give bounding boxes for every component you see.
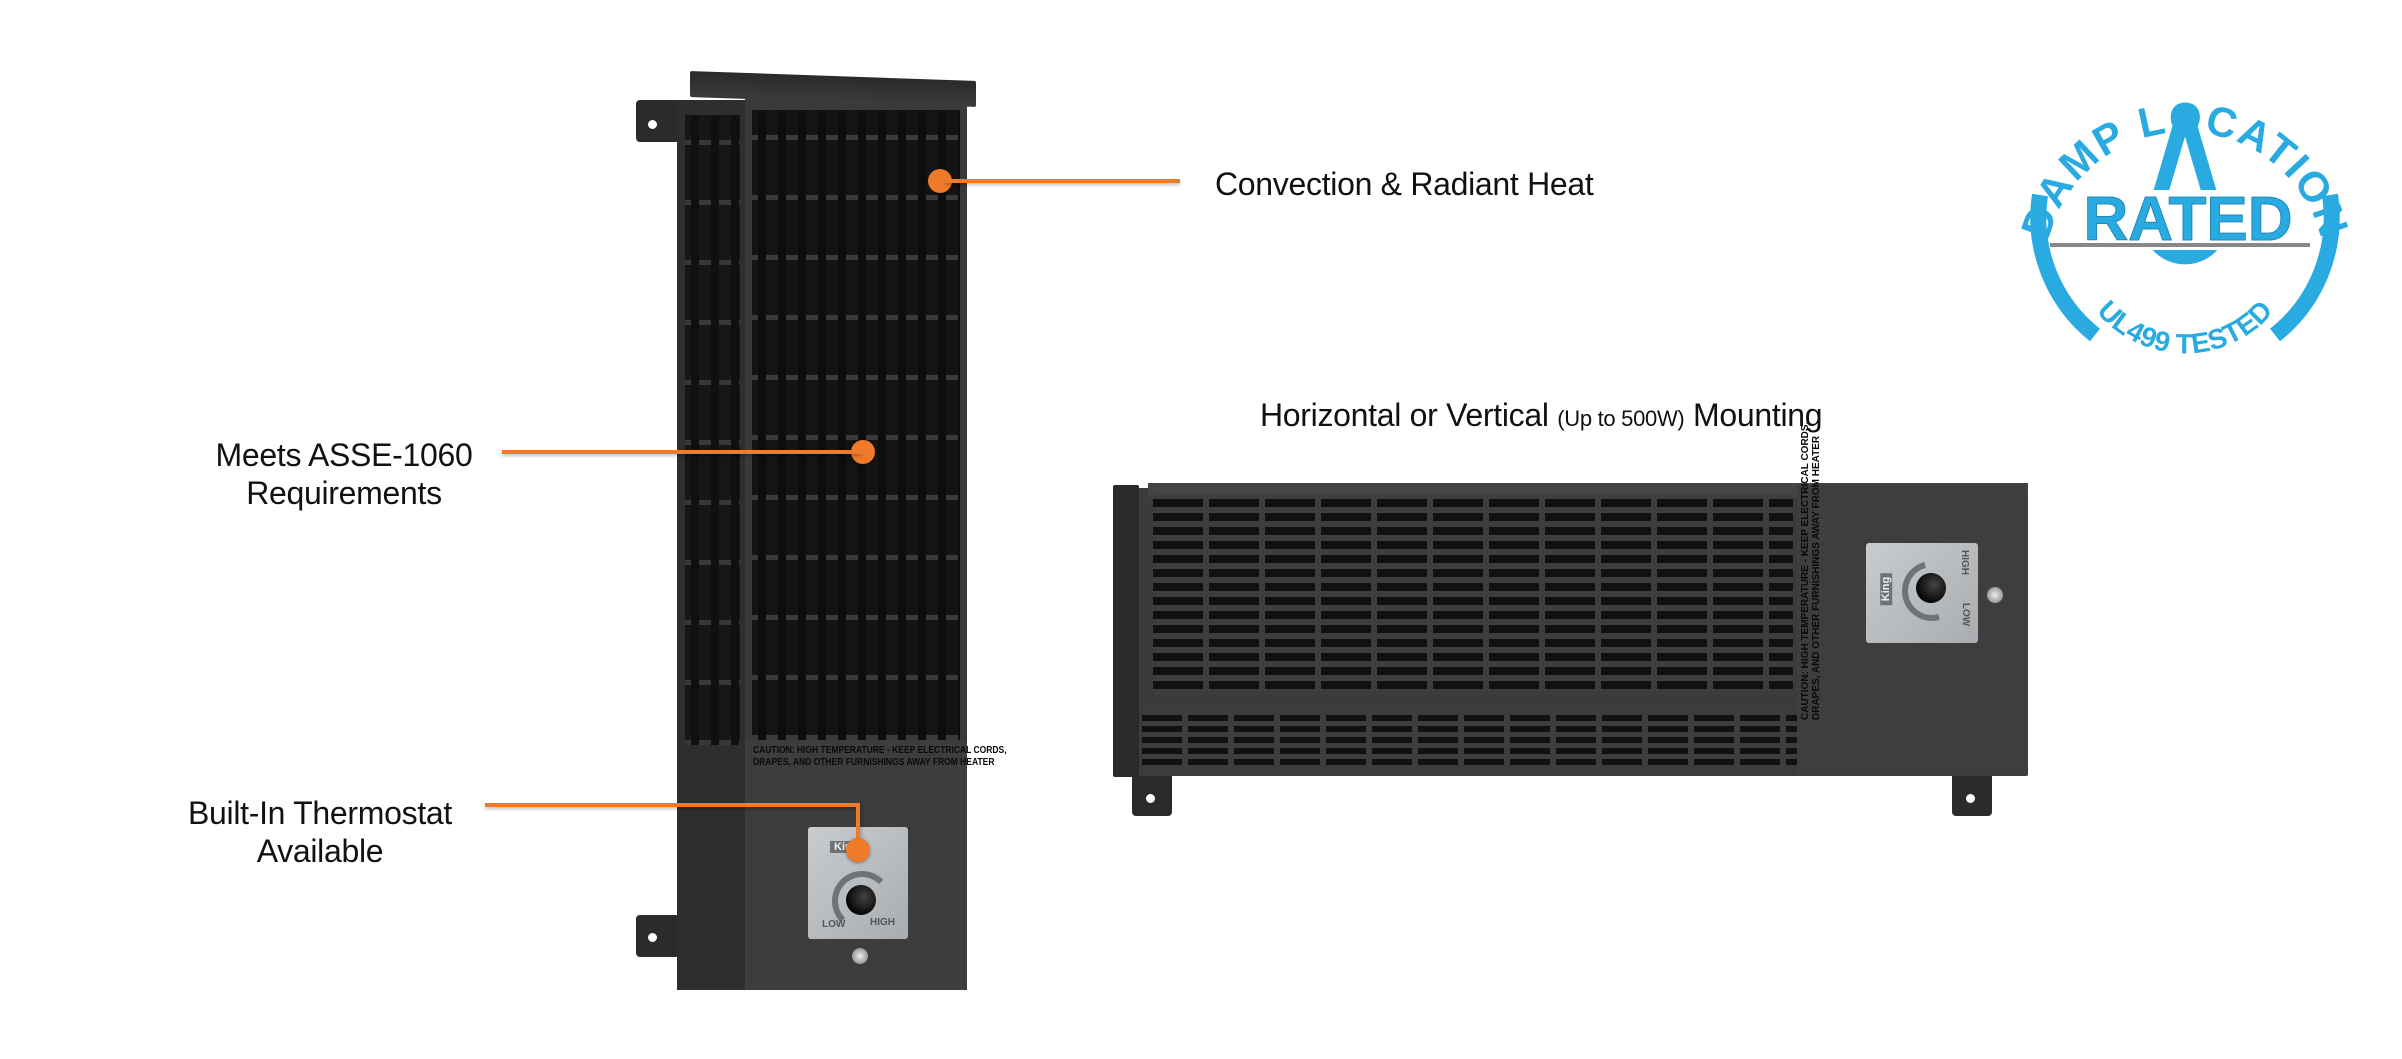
heater-end-cap [1113, 485, 1139, 777]
mounting-bracket-left [1132, 770, 1172, 816]
callout-thermostat-line2: Available [256, 833, 384, 869]
screw-icon [1987, 587, 2003, 603]
heater-front-grill [752, 110, 960, 740]
thermostat-plate: King HIGH LOW [1866, 543, 1978, 643]
caution-line-2: DRAPES, AND OTHER FURNISHINGS AWAY FROM … [1811, 435, 1822, 720]
callout-asse-line1: Meets ASSE-1060 [215, 437, 473, 473]
callout-mounting-note: (Up to 500W) [1557, 406, 1685, 431]
callout-convection: Convection & Radiant Heat [1215, 166, 1594, 202]
dial-high-label: HIGH [1959, 550, 1970, 575]
callout-mounting-prefix: Horizontal or Vertical [1260, 397, 1549, 433]
heater-front-grill [1153, 495, 1793, 695]
heater-bottom-grill [1142, 710, 1797, 770]
caution-label: CAUTION: HIGH TEMPERATURE - KEEP ELECTRI… [753, 745, 1007, 769]
callout-line-thermostat-drop [856, 803, 860, 845]
caution-label: CAUTION: HIGH TEMPERATURE - KEEP ELECTRI… [1800, 422, 1822, 720]
caution-line-2: DRAPES, AND OTHER FURNISHINGS AWAY FROM … [753, 757, 995, 768]
badge-bottom-text: UL499 TESTED [2092, 294, 2279, 359]
thermostat-plate: King LOW HIGH [808, 827, 908, 939]
brand-label: King [1880, 572, 1893, 606]
badge-center-text: RATED [2084, 185, 2293, 254]
callout-thermostat: Built-In Thermostat Available [158, 794, 482, 870]
thermostat-knob[interactable] [846, 885, 876, 915]
badge-ring-left [2030, 193, 2101, 342]
mounting-bracket-bottom [636, 915, 680, 957]
heater-side-grill [685, 115, 740, 745]
caution-line-1: CAUTION: HIGH TEMPERATURE - KEEP ELECTRI… [753, 745, 1007, 756]
damp-location-rated-badge: DAMP LOCATION RATED UL499 TESTED [2012, 94, 2357, 360]
dial-low-label: LOW [822, 919, 846, 930]
mounting-bracket-right [1952, 770, 1992, 816]
callout-mounting-suffix: Mounting [1693, 397, 1823, 433]
callout-dot-thermostat [846, 838, 870, 862]
callout-asse: Meets ASSE-1060 Requirements [192, 436, 496, 512]
callout-asse-line2: Requirements [246, 475, 442, 511]
mounting-bracket-top [636, 100, 680, 142]
callout-line-thermostat [485, 803, 860, 807]
callout-mounting: Horizontal or Vertical (Up to 500W) Moun… [1260, 396, 1823, 438]
caution-line-1: CAUTION: HIGH TEMPERATURE - KEEP ELECTRI… [1800, 421, 1811, 720]
callout-line-asse [502, 450, 862, 454]
dial-high-label: HIGH [870, 917, 895, 928]
callout-line-convection [945, 179, 1180, 183]
dial-scale-icon [832, 871, 892, 931]
callout-thermostat-line1: Built-In Thermostat [187, 795, 453, 831]
screw-icon [852, 948, 868, 964]
badge-ring-right [2269, 193, 2340, 342]
thermostat-knob[interactable] [1916, 573, 1946, 603]
dial-low-label: LOW [1960, 602, 1972, 627]
